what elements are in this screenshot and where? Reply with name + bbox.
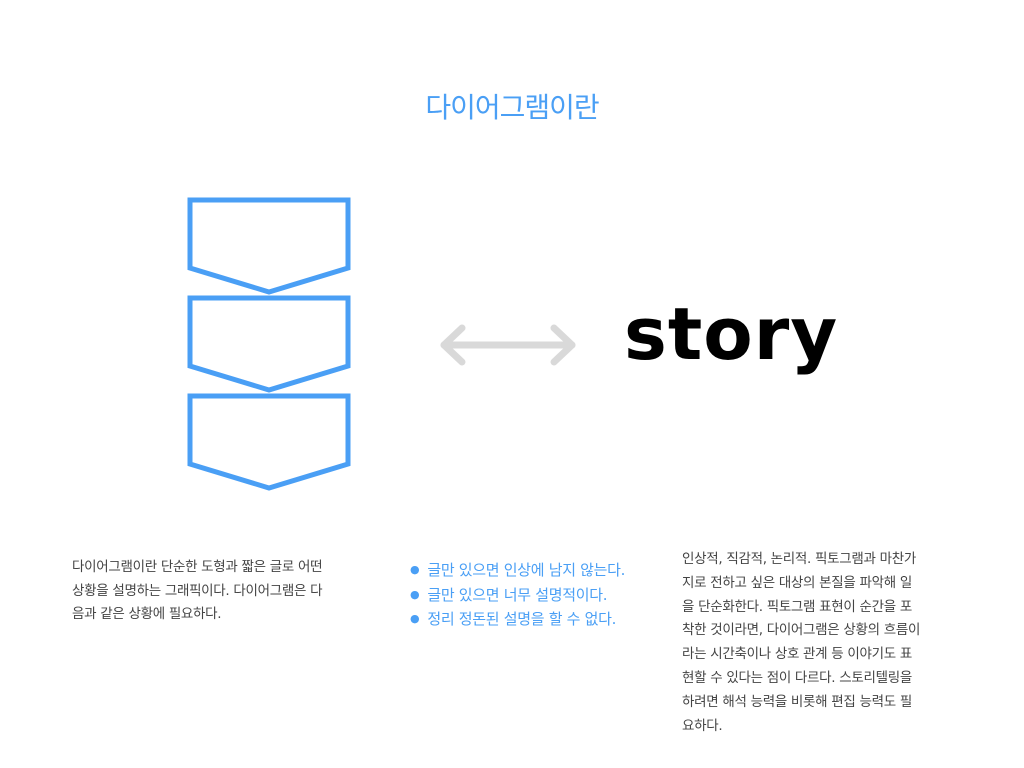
detail-paragraph: 인상적, 직감적, 논리적. 픽토그램과 마찬가 지로 전하고 싶은 대상의 본… [682,548,920,738]
bullet-list: ● 글만 있으면 인상에 남지 않는다. ● 글만 있으면 너무 설명적이다. ● 정… [410,558,625,632]
intro-paragraph: 다이어그램이란 단순한 도형과 짧은 글로 어떤 상황을 설명하는 그래픽이다.… [72,556,323,627]
detail-line: 지로 전하고 싶은 대상의 본질을 파악해 일 [682,574,912,591]
story-label: story [624,292,839,376]
intro-line: 다이어그램이란 단순한 도형과 짧은 글로 어떤 [72,559,323,575]
chevron-shape-2 [187,295,351,393]
intro-line: 상황을 설명하는 그래픽이다. 다이어그램은 다 [72,582,323,599]
list-item: ● 정리 정돈된 설명을 할 수 없다. [410,607,625,632]
intro-line: 음과 같은 상황에 필요하다. [72,606,222,622]
detail-line: 착한 것이라면, 다이어그램은 상황의 흐름이 [682,622,921,639]
list-item: ● 글만 있으면 인상에 남지 않는다. [410,558,625,583]
chevron-shape-3 [187,393,351,491]
detail-line: 요하다. [682,717,723,734]
detail-line: 현할 수 있다는 점이 다르다. 스토리텔링을 [682,669,912,686]
bullet-icon: ● [410,563,420,576]
page-title: 다이어그램이란 [425,91,599,124]
bullet-icon: ● [410,587,420,601]
detail-line: 을 단순화한다. 픽토그램 표현이 순간을 포 [682,598,912,615]
bullet-text: 글만 있으면 너무 설명적이다. [427,585,608,604]
bullet-text: 글만 있으면 인상에 남지 않는다. [427,561,626,579]
detail-line: 라는 시간축이나 상호 관계 등 이야기도 표 [682,646,912,663]
bullet-icon: ● [410,612,420,625]
detail-line: 하려면 해석 능력을 비롯해 편집 능력도 필 [682,693,912,710]
detail-line: 인상적, 직감적, 논리적. 픽토그램과 마찬가 [682,551,916,567]
bullet-text: 정리 정돈된 설명을 할 수 없다. [427,610,617,628]
double-arrow-icon [440,324,576,366]
list-item: ● 글만 있으면 너무 설명적이다. [410,583,625,608]
chevron-shape-1 [187,197,351,295]
